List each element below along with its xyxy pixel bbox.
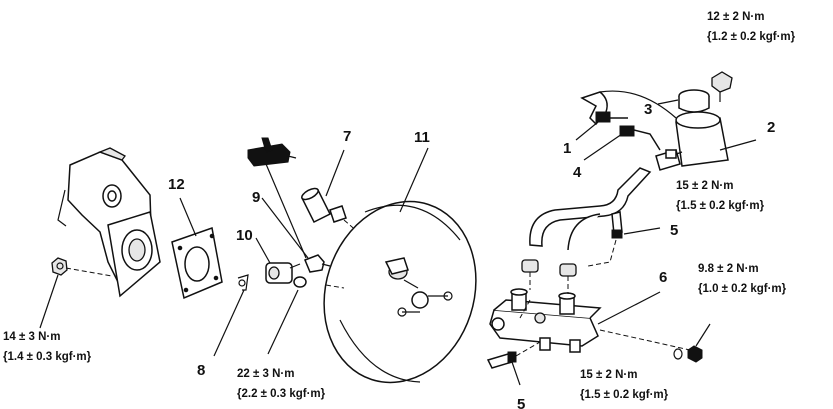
callout-5-upper: 5 [670, 222, 678, 239]
torque-nm: 15 ± 2 N·m [676, 180, 733, 192]
clevis [265, 262, 307, 288]
brake-pipe-upper [611, 211, 623, 239]
callout-10: 10 [236, 227, 253, 244]
torque-nm: 9.8 ± 2 N·m [698, 263, 759, 275]
torque-kgf: {1.4 ± 0.3 kgf·m} [3, 351, 92, 363]
callout-7: 7 [343, 128, 351, 145]
callout-9: 9 [252, 189, 260, 206]
master-cylinder [489, 288, 602, 353]
callout-1: 1 [563, 140, 571, 157]
callout-6: 6 [659, 269, 667, 286]
torque-kgf: {1.2 ± 0.2 kgf·m} [707, 31, 796, 43]
torque-spec-reservoir-bolt: 12 ± 2 N·m {1.2 ± 0.2 kgf·m} [707, 11, 796, 43]
callout-11: 11 [414, 129, 430, 146]
reservoir-tank [655, 111, 729, 171]
torque-spec-nut-right: 9.8 ± 2 N·m {1.0 ± 0.2 kgf·m} [698, 263, 787, 295]
flange-nut-left [51, 257, 68, 276]
callout-12: 12 [168, 176, 185, 193]
reservoir-bolt [711, 71, 733, 102]
torque-kgf: {2.2 ± 0.3 kgf·m} [237, 388, 326, 400]
torque-kgf: {1.5 ± 0.2 kgf·m} [676, 200, 765, 212]
callout-2: 2 [767, 119, 775, 136]
flange-nut-right [673, 345, 703, 363]
vacuum-connector [247, 137, 297, 167]
torque-nm: 15 ± 2 N·m [580, 369, 637, 381]
torque-nm: 22 ± 3 N·m [237, 368, 294, 380]
callout-4: 4 [573, 164, 582, 181]
torque-spec-clevis: 22 ± 3 N·m {2.2 ± 0.3 kgf·m} [237, 368, 326, 400]
torque-spec-pipe-lower: 15 ± 2 N·m {1.5 ± 0.2 kgf·m} [580, 369, 669, 401]
reservoir-hose [529, 167, 652, 251]
check-valve-fitting [304, 254, 331, 273]
pedal-support-bracket [57, 147, 161, 298]
reservoir-cap [678, 89, 710, 113]
torque-kgf: {1.5 ± 0.2 kgf·m} [580, 389, 669, 401]
callout-3: 3 [644, 101, 652, 118]
callout-8: 8 [197, 362, 205, 379]
brake-booster [323, 200, 477, 384]
torque-spec-nut-left: 14 ± 3 N·m {1.4 ± 0.3 kgf·m} [3, 331, 92, 363]
torque-nm: 12 ± 2 N·m [707, 11, 764, 23]
hose-assembly [580, 90, 677, 151]
callout-5-lower: 5 [517, 396, 525, 409]
snap-pin [237, 274, 249, 291]
brake-pipe-lower [486, 351, 517, 369]
vacuum-hose [300, 187, 347, 224]
torque-spec-pipe-upper: 15 ± 2 N·m {1.5 ± 0.2 kgf·m} [676, 180, 765, 212]
torque-kgf: {1.0 ± 0.2 kgf·m} [698, 283, 787, 295]
gasket [171, 227, 223, 300]
torque-nm: 14 ± 3 N·m [3, 331, 60, 343]
